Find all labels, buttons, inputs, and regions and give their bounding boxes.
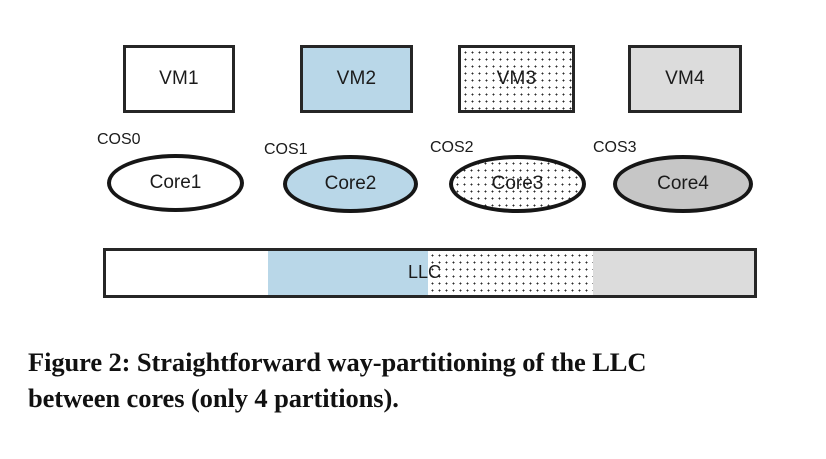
vm-box-vm2: VM2 xyxy=(300,45,413,113)
core-label: Core3 xyxy=(491,173,544,194)
core-ellipse-core2: Core2 xyxy=(283,155,418,213)
llc-bar xyxy=(103,248,757,298)
core-label: Core2 xyxy=(324,173,377,194)
cos-label-cos3: COS3 xyxy=(593,139,637,156)
vm-label: VM4 xyxy=(665,68,705,89)
core-ellipse-core1: Core1 xyxy=(107,154,244,212)
llc-partition-core4 xyxy=(593,251,754,295)
core-label: Core1 xyxy=(149,172,202,193)
vm-label: VM3 xyxy=(496,68,537,89)
core-ellipse-core4: Core4 xyxy=(613,155,753,213)
core-ellipse-core3: Core3 xyxy=(449,155,586,213)
cos-label-cos0: COS0 xyxy=(97,131,141,148)
cos-label-cos2: COS2 xyxy=(430,139,474,156)
core-label: Core4 xyxy=(657,173,709,194)
llc-partition-core2 xyxy=(268,251,428,295)
figure-caption: Figure 2: Straightforward way-partitioni… xyxy=(28,344,806,416)
llc-bar-label: LLC xyxy=(408,262,442,282)
llc-partition-core1 xyxy=(106,251,268,295)
vm-box-vm4: VM4 xyxy=(628,45,742,113)
vm-label: VM1 xyxy=(159,68,199,89)
llc-partition-core3 xyxy=(428,251,593,295)
caption-line-1: Figure 2: Straightforward way-partitioni… xyxy=(28,347,647,377)
vm-box-vm3: VM3 xyxy=(458,45,575,113)
vm-box-vm1: VM1 xyxy=(123,45,235,113)
vm-label: VM2 xyxy=(336,68,377,89)
cos-label-cos1: COS1 xyxy=(264,141,308,158)
caption-line-2: between cores (only 4 partitions). xyxy=(28,383,399,413)
